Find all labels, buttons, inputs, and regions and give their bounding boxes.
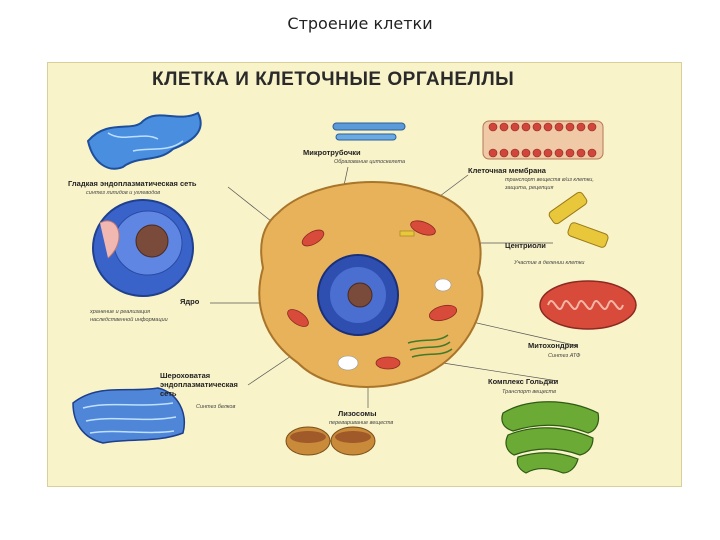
lysosome-illustration — [285, 426, 376, 456]
lysosomes-label: Лизосомы — [338, 409, 377, 418]
rough-er-illustration — [72, 387, 185, 444]
cell-membrane-label: Клеточная мембрана — [468, 166, 546, 175]
centrioles-illustration — [548, 191, 609, 248]
slide-title: Строение клетки — [287, 14, 433, 33]
nucleus-illustration — [92, 199, 194, 297]
cell-membrane-caption-2: защита, рецепция — [505, 185, 554, 191]
centrioles-caption: Участие в делении клетки — [514, 260, 585, 266]
centrioles-label: Центриоли — [505, 241, 546, 250]
rough-er-caption: Синтез белков — [196, 404, 236, 410]
microtubules-caption: Образование цитоскелета — [334, 159, 406, 165]
lysosomes-caption: переваривание веществ — [329, 420, 394, 426]
microtubules-label: Микротрубочки — [303, 148, 361, 157]
poster-title: КЛЕТКА И КЛЕТОЧНЫЕ ОРГАНЕЛЛЫ — [152, 69, 515, 90]
rough-er-label-3: сеть — [160, 389, 177, 398]
mitochondrion-illustration — [539, 280, 637, 330]
golgi-label: Комплекс Гольджи — [488, 377, 559, 386]
golgi-caption: Транспорт веществ — [502, 389, 557, 395]
smooth-er-label: Гладкая эндоплазматическая сеть — [68, 179, 197, 188]
nucleus-label: Ядро — [180, 297, 200, 306]
rough-er-label-1: Шероховатая — [160, 371, 211, 380]
main-cell-illustration — [258, 181, 484, 388]
smooth-er-caption: синтез липидов и углеводов — [86, 190, 161, 196]
mitochondria-caption: Синтез АТФ — [548, 353, 581, 359]
nucleus-caption-2: наследственной информации — [90, 317, 168, 323]
cell-illustration — [72, 111, 637, 474]
rough-er-label-2: эндоплазматическая — [160, 380, 238, 389]
cell-membrane-illustration — [482, 120, 604, 160]
cell-poster: КЛЕТКА И КЛЕТОЧНЫЕ ОРГАНЕЛЛЫ — [47, 62, 682, 487]
microtubule-illustration — [332, 122, 406, 141]
cell-membrane-caption-1: транспорт веществ в/из клетки, — [505, 177, 594, 183]
mitochondria-label: Митохондрия — [528, 341, 579, 350]
golgi-illustration — [501, 401, 600, 474]
smooth-er-illustration — [86, 111, 202, 170]
nucleus-caption-1: хранение и реализация — [90, 309, 151, 315]
